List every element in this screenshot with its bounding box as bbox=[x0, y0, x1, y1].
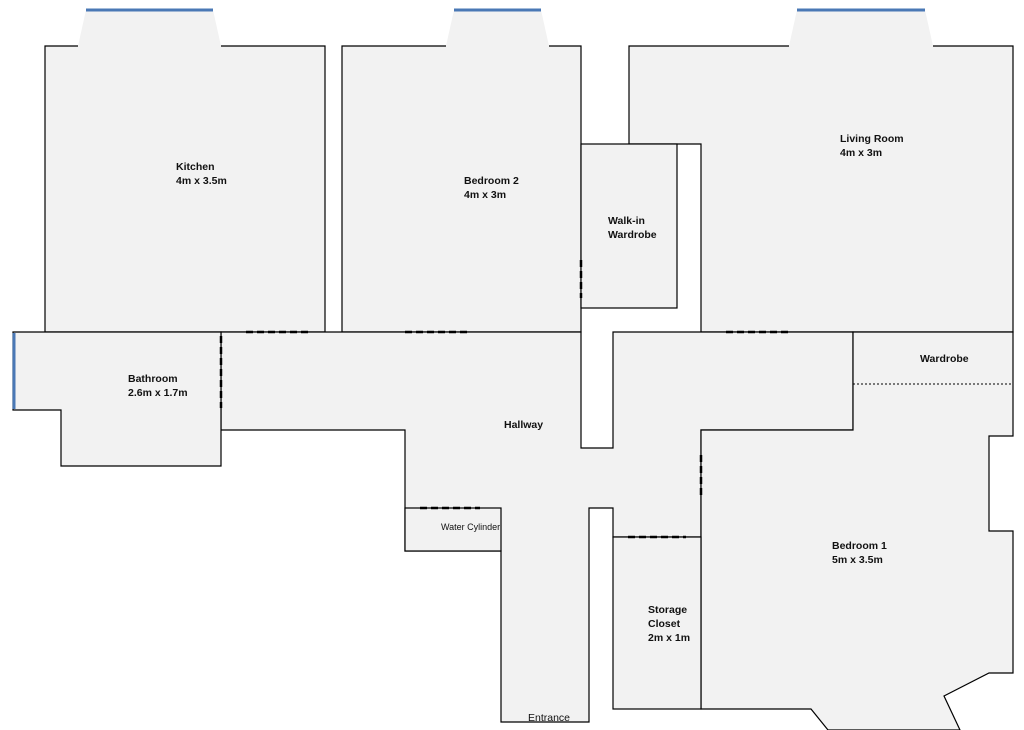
bathroom-room bbox=[12, 331, 222, 467]
bedroom2-room bbox=[341, 45, 582, 333]
water-cylinder-label: Water Cylinder bbox=[441, 522, 500, 532]
kitchen-bay bbox=[78, 10, 221, 46]
bathroom-size: 2.6m x 1.7m bbox=[128, 387, 188, 399]
living-bay bbox=[789, 10, 933, 46]
bedroom1-label: Bedroom 1 bbox=[832, 540, 887, 552]
storage-label-1: Storage bbox=[648, 604, 687, 616]
bedroom2-bay bbox=[446, 10, 549, 46]
walkin-label-1: Walk-in bbox=[608, 215, 645, 227]
kitchen-label: Kitchen bbox=[176, 161, 215, 173]
kitchen-room bbox=[44, 45, 326, 333]
storage-size: 2m x 1m bbox=[648, 632, 690, 644]
living-size: 4m x 3m bbox=[840, 147, 882, 159]
bedroom2-size: 4m x 3m bbox=[464, 189, 506, 201]
entrance-label: Entrance bbox=[528, 712, 570, 724]
living-room bbox=[628, 45, 1014, 333]
hallway-label: Hallway bbox=[504, 419, 543, 431]
wardrobe-label: Wardrobe bbox=[920, 353, 969, 365]
living-label: Living Room bbox=[840, 133, 904, 145]
kitchen-size: 4m x 3.5m bbox=[176, 175, 227, 187]
bedroom1-size: 5m x 3.5m bbox=[832, 554, 883, 566]
walkin-wardrobe-room bbox=[580, 143, 678, 309]
walkin-label-2: Wardrobe bbox=[608, 229, 657, 241]
bedroom2-label: Bedroom 2 bbox=[464, 175, 519, 187]
bathroom-label: Bathroom bbox=[128, 373, 178, 385]
storage-label-2: Closet bbox=[648, 618, 681, 630]
storage-closet-room bbox=[612, 536, 702, 710]
